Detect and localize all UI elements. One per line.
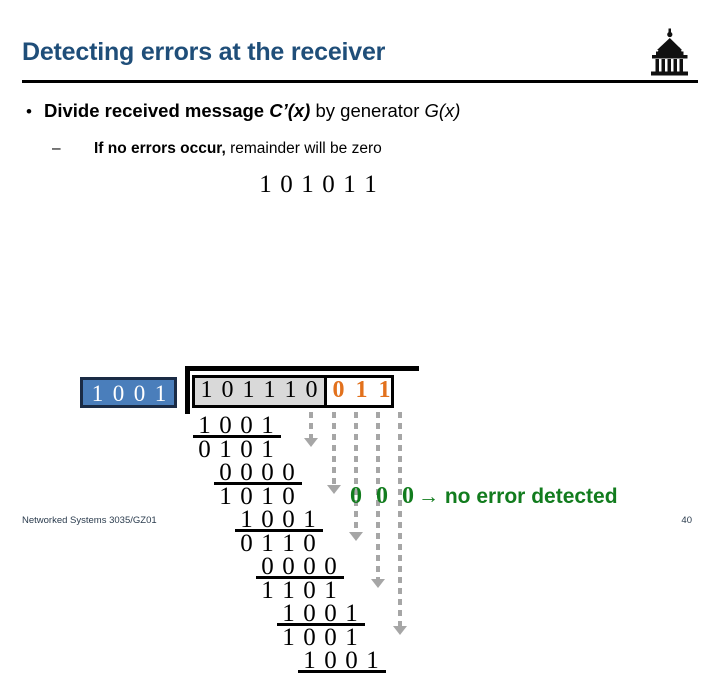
- division-step-digit: 1: [198, 412, 211, 439]
- bring-down-arrow-head: [327, 485, 342, 494]
- subbullet-rest-text: remainder will be zero: [225, 140, 382, 157]
- subtraction-rule: [298, 670, 386, 673]
- quotient-digit: 0: [322, 171, 335, 198]
- result-text: no error detected: [444, 485, 618, 508]
- quotient-digit: 1: [343, 171, 356, 198]
- bring-down-arrow-line: [332, 412, 337, 485]
- bring-down-arrow-line: [354, 412, 359, 532]
- division-step-digit: 0: [219, 412, 232, 439]
- remainder-result: 0 0 0→ no error detected: [350, 483, 618, 510]
- division-step-digit: 0: [261, 506, 274, 533]
- bullet-emph-cprime: C’(x): [269, 100, 311, 121]
- dividend-message-digit: 0: [305, 377, 318, 403]
- dividend-message-digit: 1: [263, 377, 276, 403]
- bring-down-arrow-line: [309, 412, 314, 438]
- division-step-digit: 0: [303, 529, 316, 557]
- bring-down-arrow-head: [304, 438, 319, 447]
- division-bracket-top: [185, 366, 419, 371]
- division-step-digit: 0: [303, 623, 316, 651]
- quotient-digit: 0: [280, 171, 293, 198]
- dividend-crc-digit: 0: [332, 377, 345, 403]
- dividend-message-digit: 0: [221, 377, 234, 403]
- subtraction-rule: [193, 435, 281, 438]
- quotient-digit: 1: [259, 171, 272, 198]
- division-step-digit: 1: [261, 576, 274, 604]
- division-step-digit: 1: [324, 576, 337, 604]
- division-step-digit: 0: [282, 506, 295, 533]
- division-step-digit: 1: [345, 623, 358, 651]
- divisor-digit: 0: [133, 381, 146, 406]
- division-step-digit: 0: [240, 435, 253, 463]
- division-step-digit: 0: [240, 412, 253, 439]
- dividend-message-digit: 1: [242, 377, 255, 403]
- dividend-message-digit: 1: [284, 377, 297, 403]
- division-step-digit: 0: [261, 459, 274, 486]
- division-step-digit: 0: [219, 459, 232, 486]
- division-step-digit: 1: [261, 435, 274, 463]
- footer-course-label: Networked Systems 3035/GZ01: [22, 515, 157, 526]
- division-step-digit: 1: [282, 529, 295, 557]
- division-step-digit: 1: [261, 482, 274, 510]
- dividend-divider: [324, 375, 327, 408]
- bullet-marker: •: [26, 102, 32, 121]
- division-step-digit: 0: [240, 482, 253, 510]
- division-step-digit: 1: [282, 623, 295, 651]
- divisor-digit: 0: [112, 381, 125, 406]
- bring-down-arrow-head: [349, 532, 364, 541]
- bring-down-arrow-head: [393, 626, 408, 635]
- title-divider: [22, 80, 698, 83]
- bullet-level1: • Divide received message C’(x) by genera…: [26, 100, 460, 122]
- division-step-digit: 0: [303, 576, 316, 604]
- division-step-digit: 0: [324, 623, 337, 651]
- bullet-level2: – If no errors occur, remainder will be z…: [52, 140, 382, 158]
- division-step-digit: 0: [240, 529, 253, 557]
- page-title: Detecting errors at the receiver: [22, 38, 386, 66]
- division-step-digit: 1: [240, 506, 253, 533]
- division-step-digit: 0: [198, 435, 211, 463]
- subtraction-rule: [214, 482, 302, 485]
- remainder-zeros: 0 0 0: [350, 483, 418, 509]
- division-step-digit: 0: [282, 459, 295, 486]
- university-dome-crest-icon: [651, 28, 688, 76]
- bullet-text-part1: Divide received message: [44, 100, 270, 121]
- dividend-message-digit: 1: [200, 377, 213, 403]
- quotient-digit: 1: [301, 171, 314, 198]
- bullet-text-part2: by generator: [310, 100, 425, 121]
- bring-down-arrow-line: [398, 412, 403, 626]
- divisor-digit: 1: [154, 381, 167, 406]
- division-step-digit: 0: [282, 482, 295, 510]
- result-arrow-icon: →: [418, 485, 439, 508]
- subbullet-marker: –: [52, 140, 61, 157]
- subbullet-bold-text: If no errors occur,: [94, 140, 226, 157]
- division-step-digit: 1: [261, 412, 274, 439]
- division-bracket-side: [185, 366, 190, 414]
- dividend-message-highlight: [195, 378, 324, 405]
- subtraction-rule: [235, 529, 323, 532]
- footer-page-number: 40: [681, 515, 692, 526]
- dividend-crc-digit: 1: [355, 377, 368, 403]
- bullet-emph-gx: G(x): [424, 100, 461, 121]
- division-step-digit: 1: [219, 482, 232, 510]
- quotient-digit: 1: [364, 171, 377, 198]
- divisor-digit: 1: [91, 381, 104, 406]
- bring-down-arrow-head: [371, 579, 386, 588]
- division-step-digit: 1: [303, 506, 316, 533]
- division-step-digit: 1: [282, 576, 295, 604]
- division-step-digit: 0: [240, 459, 253, 486]
- bring-down-arrow-line: [376, 412, 381, 579]
- dividend-crc-digit: 1: [378, 377, 391, 403]
- division-step-digit: 1: [219, 435, 232, 463]
- division-step-digit: 1: [261, 529, 274, 557]
